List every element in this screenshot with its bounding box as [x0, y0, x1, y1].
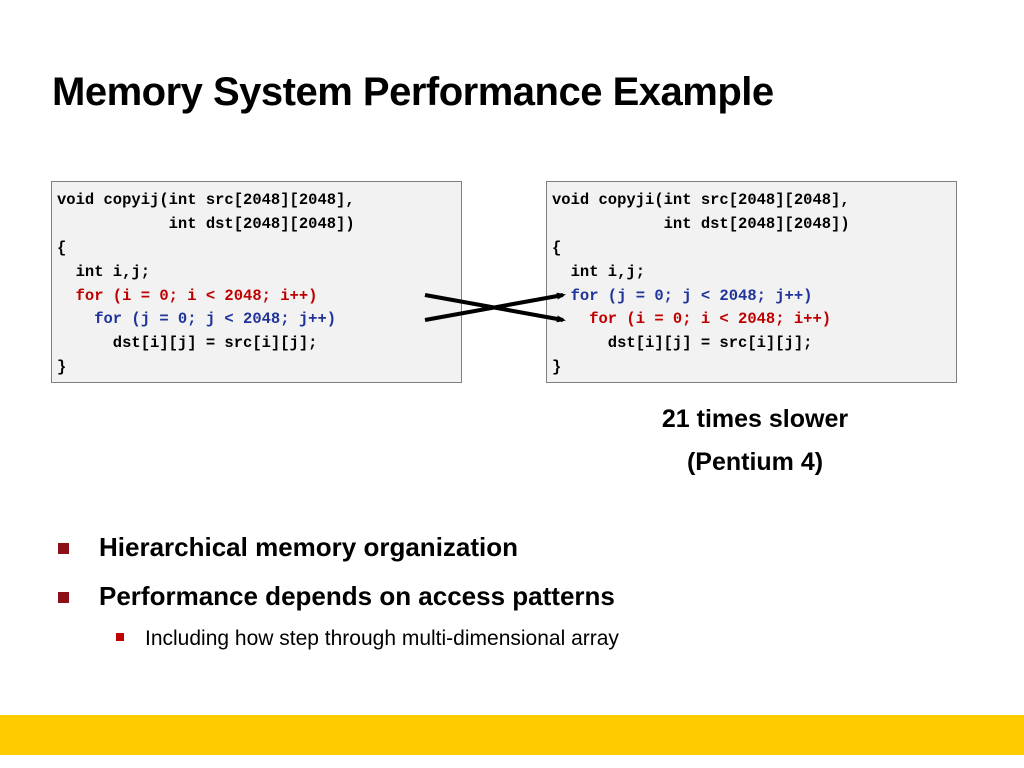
code-line: dst[i][j] = src[i][j];	[57, 334, 318, 353]
code-line: int dst[2048][2048])	[552, 214, 850, 233]
result-slowdown: 21 times slower	[661, 405, 849, 433]
bullet-text: Performance depends on access patterns	[99, 581, 615, 611]
sub-bullet-text: Including how step through multi-dimensi…	[145, 627, 619, 650]
bullet-item: Hierarchical memory organization	[58, 529, 518, 565]
code-line: void copyij(int src[2048][2048],	[57, 191, 355, 209]
code-line: {	[57, 238, 67, 257]
square-bullet-icon	[58, 542, 69, 554]
code-line: }	[57, 358, 67, 377]
code-line: int i,j;	[57, 262, 151, 281]
code-line: dst[i][j] = src[i][j];	[552, 334, 813, 353]
bullet-item: Performance depends on access patterns	[58, 578, 615, 614]
code-line: int i,j;	[552, 262, 646, 281]
code-block-copyij: void copyij(int src[2048][2048], int dst…	[51, 181, 462, 383]
bullet-text: Hierarchical memory organization	[99, 532, 519, 562]
code-line: {	[552, 238, 562, 257]
code-line: }	[552, 358, 562, 377]
code-line: void copyji(int src[2048][2048],	[552, 191, 850, 209]
sub-bullet-item: Including how step through multi-dimensi…	[116, 623, 619, 655]
small-square-bullet-icon	[116, 633, 124, 641]
footer-accent-bar	[0, 715, 1024, 755]
code-block-copyji: void copyji(int src[2048][2048], int dst…	[546, 181, 957, 383]
result-processor: (Pentium 4)	[686, 448, 824, 476]
code-line-inner-loop: for (i = 0; i < 2048; i++)	[552, 310, 832, 329]
code-line-outer-loop: for (i = 0; i < 2048; i++)	[57, 286, 318, 305]
code-line-outer-loop: for (j = 0; j < 2048; j++)	[552, 286, 813, 305]
slide-title: Memory System Performance Example	[52, 70, 774, 114]
code-line-inner-loop: for (j = 0; j < 2048; j++)	[57, 310, 337, 329]
code-line: int dst[2048][2048])	[57, 214, 355, 233]
square-bullet-icon	[58, 591, 69, 603]
